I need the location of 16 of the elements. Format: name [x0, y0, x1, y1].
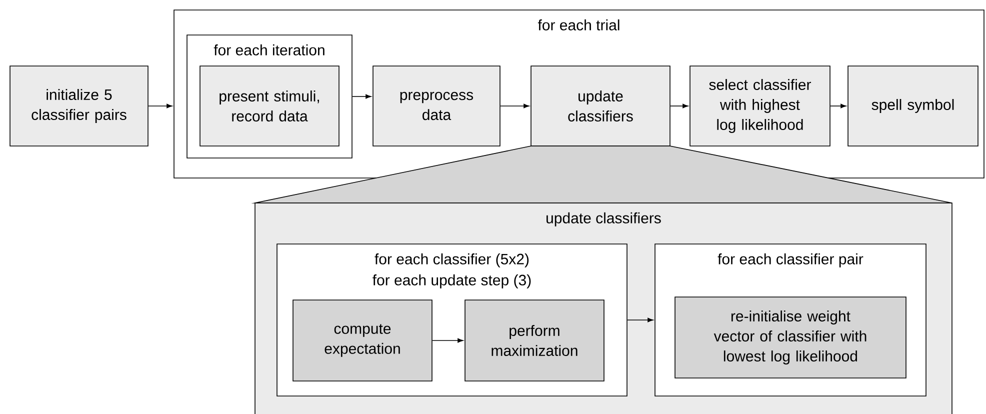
arrow — [830, 104, 846, 108]
process-box: compute expectation — [292, 300, 432, 382]
arrow — [670, 104, 688, 108]
arrow — [432, 338, 464, 343]
process-box: update classifiers — [530, 66, 670, 146]
process-box: spell symbol — [848, 66, 978, 146]
arrow — [148, 104, 172, 108]
arrow — [627, 318, 654, 322]
process-box: initialize 5 classifier pairs — [10, 66, 148, 146]
arrow — [352, 94, 372, 99]
process-box: perform maximization — [464, 300, 604, 382]
process-box: preprocess data — [372, 66, 500, 146]
process-box: present stimuli, record data — [200, 66, 340, 146]
process-box: re-initialise weight vector of classifier with lowest log likelihood — [674, 296, 906, 378]
arrow — [500, 104, 530, 108]
process-box: select classifier with highest log likelihood — [690, 66, 830, 146]
